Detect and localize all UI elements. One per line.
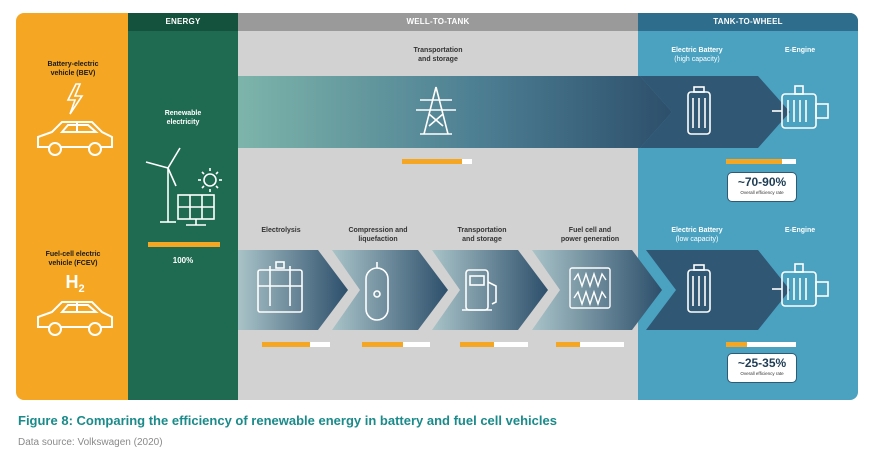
fcev-fuelcell-arrow [532, 250, 662, 330]
fcev-rate-box: ~25-35% Overall efficiency rate [727, 353, 797, 383]
fcev-compression-arrow [332, 250, 448, 330]
fcev-step-bar-fill-0 [262, 342, 310, 347]
bev-battery-title: Electric Battery [671, 47, 723, 54]
bev-transport-bar-fill [402, 159, 462, 164]
data-source: Data source: Volkswagen (2020) [18, 437, 163, 448]
energy-percent: 100% [172, 256, 194, 265]
electrolysis-icon [257, 261, 303, 313]
figure-caption: Figure 8: Comparing the efficiency of re… [18, 413, 557, 428]
battery-high-icon [687, 86, 711, 135]
fcev-battery-label: Electric Battery (low capacity) [652, 226, 742, 244]
bev-transport-label: Transportation and storage [413, 47, 463, 63]
fcev-overall-bar-fill [726, 342, 747, 347]
fcev-battery-sub: (low capacity) [675, 236, 719, 243]
fuel-pump-icon [462, 269, 497, 311]
bev-transport-bar [402, 159, 472, 164]
fcev-transport-arrow [432, 250, 548, 330]
bev-battery-label: Electric Battery (high capacity) [652, 46, 742, 64]
wind-solar-icon [145, 147, 222, 226]
energy-header-bg [128, 13, 238, 31]
bev-rate-note: Overall efficiency rate [740, 190, 784, 195]
h2-subscript: 2 [78, 283, 85, 295]
h2-symbol: H [65, 272, 79, 292]
fcev-battery-title: Electric Battery [671, 227, 723, 234]
fcev-step-bar-2 [460, 342, 528, 347]
h2-label: H2 [60, 272, 90, 295]
energy-bar [148, 242, 220, 247]
bev-engine-label: E-Engine [784, 47, 816, 54]
fcev-label: Fuel-cell electric vehicle (FCEV) [45, 251, 101, 267]
well-to-tank-header: WELL-TO-TANK [406, 17, 470, 26]
fcev-step-bar-3 [556, 342, 624, 347]
fcev-step-bar-fill-3 [556, 342, 580, 347]
bev-battery-arrow [640, 76, 790, 148]
energy-header: ENERGY [165, 17, 201, 26]
fcev-step-bar-fill-2 [460, 342, 494, 347]
bev-rate: ~70-90% [737, 175, 787, 189]
fcev-step-label-3: Fuel cell and power generation [560, 227, 620, 243]
fcev-step-bar-0 [262, 342, 330, 347]
bev-overall-bar-fill [726, 159, 782, 164]
fcev-step-bar-1 [362, 342, 430, 347]
renewable-label: Renewable electricity [164, 110, 202, 126]
fcev-step-label-2: Transportation and storage [457, 227, 507, 243]
wtt-header-bg [238, 13, 638, 31]
diagram-graphics [37, 76, 829, 336]
fcev-battery-arrow [646, 250, 790, 330]
ttw-header-bg [638, 13, 858, 31]
fcev-rate: ~25-35% [737, 356, 787, 370]
energy-bar-fill [148, 242, 220, 247]
bev-rate-box: ~70-90% Overall efficiency rate [727, 172, 797, 202]
bev-overall-bar [726, 159, 796, 164]
fcev-engine-label: E-Engine [784, 227, 816, 234]
fcev-electrolysis-arrow [238, 250, 348, 330]
hydrogen-tank-icon [365, 262, 389, 321]
bev-transport-arrow [238, 76, 672, 148]
tank-to-wheel-header: TANK-TO-WHEEL [713, 17, 783, 26]
fcev-rate-note: Overall efficiency rate [740, 371, 784, 376]
power-pylon-icon [416, 86, 456, 135]
battery-low-icon [687, 264, 711, 313]
fcev-overall-bar [726, 342, 796, 347]
bev-battery-sub: (high capacity) [674, 56, 720, 63]
fcev-step-label-1: Compression and liquefaction [348, 227, 408, 243]
vehicle-column [16, 13, 128, 400]
bev-label: Battery-electric vehicle (BEV) [47, 61, 99, 77]
engine-bottom-icon [772, 263, 829, 307]
fcev-car-icon [37, 301, 113, 336]
engine-top-icon [772, 85, 829, 129]
fcev-step-label-0: Electrolysis [261, 227, 301, 234]
lightning-icon [66, 83, 84, 115]
bev-car-icon [37, 121, 113, 156]
fuel-cell-icon [569, 267, 611, 309]
fcev-step-bar-fill-1 [362, 342, 403, 347]
